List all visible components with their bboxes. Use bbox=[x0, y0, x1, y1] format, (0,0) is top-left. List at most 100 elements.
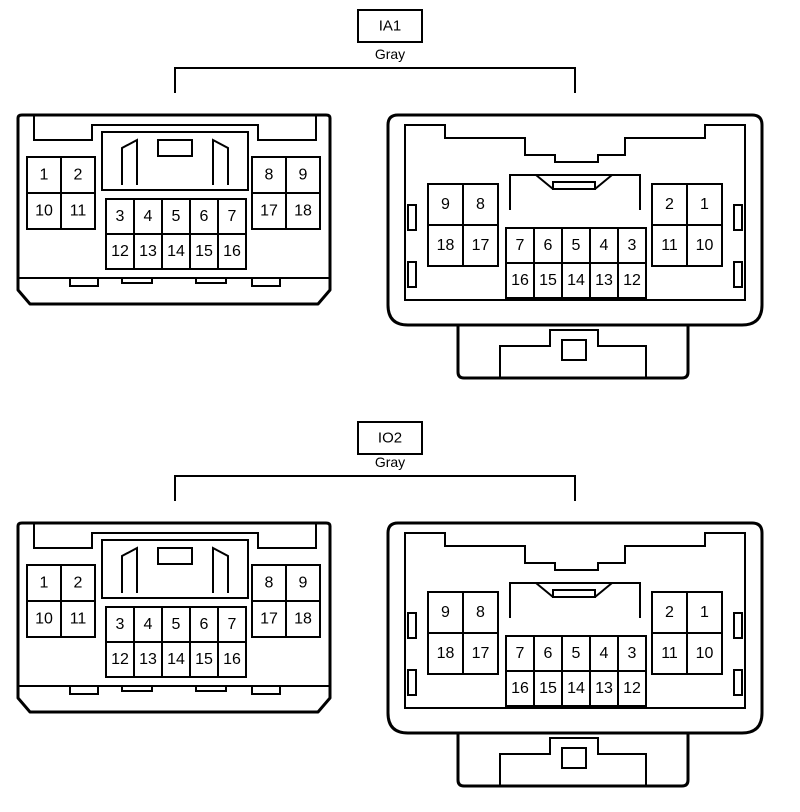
pin-number: 13 bbox=[595, 680, 613, 697]
pin-cell bbox=[251, 600, 287, 638]
pin-number: 15 bbox=[539, 272, 557, 289]
pin-number: 16 bbox=[511, 680, 529, 697]
pin-cell bbox=[189, 233, 219, 270]
pin-number: 15 bbox=[195, 243, 213, 260]
pin-number: 6 bbox=[544, 645, 553, 662]
pin-cell bbox=[617, 262, 647, 299]
pin-cell bbox=[617, 635, 647, 672]
pin-number: 2 bbox=[665, 196, 674, 213]
pin-cell bbox=[427, 183, 464, 226]
pin-number: 5 bbox=[572, 645, 581, 662]
pin-number: 9 bbox=[441, 196, 450, 213]
pin-number: 10 bbox=[696, 237, 714, 254]
pin-number: 8 bbox=[476, 196, 485, 213]
pin-cell bbox=[285, 564, 321, 602]
pin-cell bbox=[60, 156, 96, 194]
pin-number: 11 bbox=[70, 203, 87, 220]
connector-color-label: Gray bbox=[375, 46, 405, 62]
pin-number: 11 bbox=[70, 611, 87, 628]
pin-number: 15 bbox=[195, 651, 213, 668]
connector-id-box bbox=[357, 421, 423, 455]
pin-number: 16 bbox=[511, 272, 529, 289]
pin-cell bbox=[462, 632, 499, 675]
pin-number: 1 bbox=[40, 575, 49, 592]
pin-number: 6 bbox=[200, 208, 209, 225]
pin-number: 9 bbox=[299, 167, 308, 184]
pin-number: 1 bbox=[700, 196, 709, 213]
pin-number: 8 bbox=[476, 604, 485, 621]
connector-group-ia1: IA1 Gray bbox=[16, 9, 764, 380]
pin-cell bbox=[189, 198, 219, 235]
pin-number: 1 bbox=[40, 167, 49, 184]
pin-cell bbox=[617, 670, 647, 707]
pin-number: 2 bbox=[74, 575, 83, 592]
pin-cell bbox=[686, 183, 723, 226]
pin-number: 18 bbox=[294, 203, 312, 220]
pin-cell bbox=[651, 224, 688, 267]
connector-id-box bbox=[357, 9, 423, 43]
pin-cell bbox=[462, 183, 499, 226]
pin-number: 4 bbox=[600, 237, 609, 254]
pin-number: 11 bbox=[661, 645, 678, 662]
pin-number: 4 bbox=[144, 616, 153, 633]
left-connector bbox=[16, 113, 332, 306]
pin-number: 3 bbox=[628, 237, 637, 254]
pin-cell bbox=[189, 641, 219, 678]
pin-number: 7 bbox=[228, 616, 237, 633]
pin-number: 17 bbox=[472, 237, 490, 254]
pin-number: 1 bbox=[700, 604, 709, 621]
pin-number: 18 bbox=[294, 611, 312, 628]
left-connector bbox=[16, 521, 332, 714]
pin-cell bbox=[60, 564, 96, 602]
connector-color-label: Gray bbox=[375, 454, 405, 470]
pin-number: 3 bbox=[116, 616, 125, 633]
pin-number: 13 bbox=[139, 243, 157, 260]
pin-cell bbox=[462, 224, 499, 267]
pin-number: 17 bbox=[472, 645, 490, 662]
connector-id-label: IA1 bbox=[379, 18, 402, 35]
pin-number: 17 bbox=[260, 611, 278, 628]
pin-number: 12 bbox=[623, 272, 641, 289]
pin-number: 14 bbox=[167, 243, 185, 260]
pin-cell bbox=[133, 198, 163, 235]
pin-number: 10 bbox=[35, 611, 53, 628]
pin-number: 14 bbox=[167, 651, 185, 668]
pin-cell bbox=[217, 198, 247, 235]
pin-number: 13 bbox=[595, 272, 613, 289]
pin-number: 4 bbox=[600, 645, 609, 662]
pin-number: 7 bbox=[228, 208, 237, 225]
pin-cell bbox=[105, 233, 135, 270]
pin-cell bbox=[161, 233, 191, 270]
pin-number: 12 bbox=[623, 680, 641, 697]
pin-number: 7 bbox=[516, 237, 525, 254]
pin-number: 18 bbox=[437, 645, 455, 662]
pin-number: 5 bbox=[172, 208, 181, 225]
pin-number: 17 bbox=[260, 203, 278, 220]
pin-number: 4 bbox=[144, 208, 153, 225]
pin-number: 9 bbox=[441, 604, 450, 621]
connector-id-label: IO2 bbox=[378, 430, 402, 447]
pin-number: 16 bbox=[223, 651, 241, 668]
pin-cell bbox=[651, 183, 688, 226]
pin-number: 11 bbox=[661, 237, 678, 254]
pin-number: 15 bbox=[539, 680, 557, 697]
pin-number: 7 bbox=[516, 645, 525, 662]
pin-cell bbox=[462, 591, 499, 634]
pin-cell bbox=[533, 262, 563, 299]
pin-cell bbox=[589, 670, 619, 707]
pin-cell bbox=[686, 224, 723, 267]
pin-cell bbox=[217, 233, 247, 270]
pin-cell bbox=[285, 192, 321, 230]
right-connector bbox=[386, 113, 764, 380]
pin-cell bbox=[217, 606, 247, 643]
pin-number: 10 bbox=[35, 203, 53, 220]
pin-number: 9 bbox=[299, 575, 308, 592]
pin-number: 14 bbox=[567, 272, 585, 289]
pin-cell bbox=[589, 262, 619, 299]
pin-cell bbox=[133, 233, 163, 270]
pin-number: 16 bbox=[223, 243, 241, 260]
connector-bracket bbox=[174, 475, 576, 501]
pin-number: 10 bbox=[696, 645, 714, 662]
